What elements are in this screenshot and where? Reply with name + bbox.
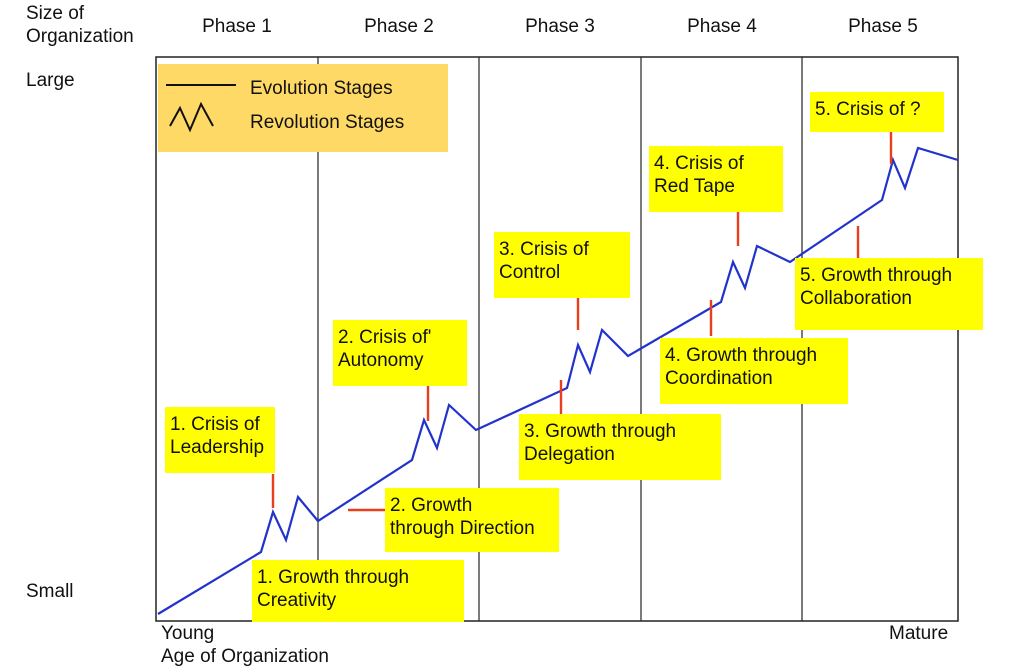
phase-header-1: Phase 1 bbox=[202, 16, 272, 37]
legend-evolution-label: Evolution Stages bbox=[250, 78, 393, 99]
diagram-frame bbox=[155, 56, 959, 622]
crisis-box-5: 5. Crisis of ? bbox=[810, 92, 944, 132]
phase-header-5: Phase 5 bbox=[848, 16, 918, 37]
legend-revolution-label: Revolution Stages bbox=[250, 112, 405, 133]
legend-revolution-zigzag-icon bbox=[169, 101, 214, 133]
growth-path bbox=[157, 146, 959, 615]
growth-box-4: 4. Growth through Coordination bbox=[660, 338, 848, 404]
growth-box-1: 1. Growth through Creativity bbox=[252, 560, 464, 622]
phase-header-4: Phase 4 bbox=[687, 16, 757, 37]
x-axis-label: Age of Organization bbox=[161, 646, 329, 667]
phase-header-2: Phase 2 bbox=[364, 16, 434, 37]
x-axis-young: Young bbox=[161, 623, 215, 644]
growth-box-2: 2. Growth through Direction bbox=[385, 488, 559, 552]
crisis-box-4: 4. Crisis of Red Tape bbox=[649, 146, 783, 212]
legend: Evolution Stages Revolution Stages bbox=[158, 64, 448, 152]
y-axis-small: Small bbox=[26, 581, 74, 602]
growth-box-5: 5. Growth through Collaboration bbox=[795, 258, 983, 330]
y-axis-label-line2: Organization bbox=[26, 26, 134, 47]
x-axis-mature: Mature bbox=[889, 623, 949, 644]
growth-box-3: 3. Growth through Delegation bbox=[519, 414, 721, 480]
y-axis-large: Large bbox=[26, 70, 75, 91]
crisis-box-3: 3. Crisis of Control bbox=[494, 232, 630, 298]
legend-symbols bbox=[166, 84, 236, 133]
y-axis-label-line1: Size of bbox=[26, 3, 85, 24]
crisis-box-1: 1. Crisis of Leadership bbox=[165, 407, 275, 473]
phase-header-3: Phase 3 bbox=[525, 16, 595, 37]
crisis-box-2: 2. Crisis of' Autonomy bbox=[333, 320, 467, 386]
